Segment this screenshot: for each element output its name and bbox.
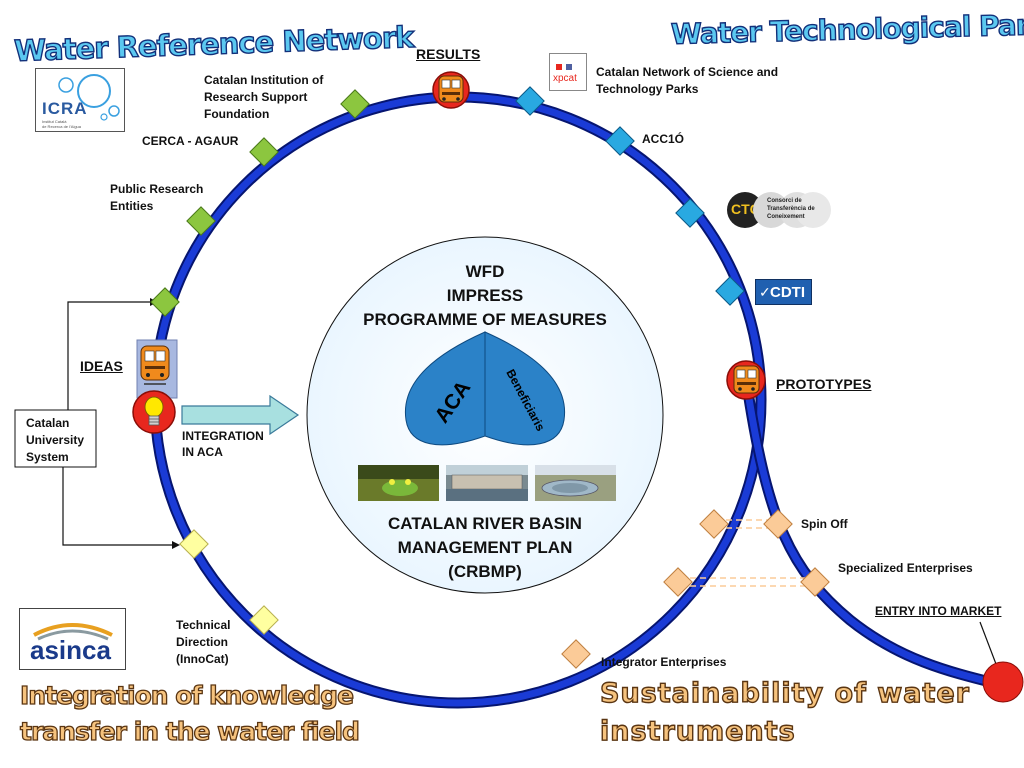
station-diamond-cerca[interactable] (249, 137, 279, 167)
ctc-text-1: Consorci de (767, 198, 802, 204)
asinca-arc-icon (33, 623, 113, 641)
market-terminal-dot[interactable] (982, 661, 1024, 703)
public-research-label-line2: Entities (110, 199, 154, 213)
station-diamond-acc1o[interactable] (605, 126, 635, 156)
station-diamond-specialized-branch[interactable] (800, 567, 830, 597)
university-to-technical-line (62, 462, 172, 546)
catalan-institution-label-line1: Catalan Institution of (204, 73, 324, 87)
cerca-agaur-label: CERCA - AGAUR (142, 134, 239, 148)
integration-label-line1: INTEGRATION (182, 429, 264, 443)
ctc-logo[interactable]: CTC Consorci de Transferència de Coneixe… (727, 192, 832, 228)
specialized-enterprises-label: Specialized Enterprises (838, 561, 973, 575)
station-diamond-public-research[interactable] (186, 206, 216, 236)
integration-title-line2: transfer in the water field (19, 716, 360, 746)
train-icon[interactable] (432, 71, 470, 109)
station-diamond-university-lower[interactable] (179, 529, 209, 559)
lightbulb-icon[interactable] (132, 390, 176, 434)
center-top-text: WFD IMPRESS PROGRAMME OF MEASURES (330, 260, 640, 332)
catalan-university-box (14, 409, 97, 468)
university-label-line3: System (26, 450, 69, 464)
station-diamond-specialized-ring[interactable] (663, 567, 693, 597)
station-diamond-technical-direction[interactable] (249, 605, 279, 635)
heart-left-lobe (404, 331, 486, 446)
asinca-wordmark: asinca (30, 635, 111, 665)
icra-wordmark: ICRA (42, 99, 88, 118)
station-diamond-spin-off-ring[interactable] (699, 509, 729, 539)
station-diamond-ctc[interactable] (675, 198, 705, 228)
photo-dam (446, 465, 528, 501)
train-icon[interactable] (726, 360, 766, 400)
station-diamond-catalan-institution[interactable] (340, 89, 370, 119)
cdti-logo[interactable]: CDTI ✓ (755, 279, 812, 305)
icra-subtitle-2: de Recerca de l'Aigua (42, 124, 82, 129)
train-icon[interactable] (140, 345, 170, 385)
results-label[interactable]: RESULTS (416, 46, 481, 62)
station-diamond-integrator[interactable] (561, 639, 591, 669)
xarxa-parks-label-line1: Catalan Network of Science and (596, 65, 779, 79)
entry-into-market-label[interactable]: ENTRY INTO MARKET (875, 604, 1002, 618)
xpcat-logo[interactable]: xpcat (549, 53, 587, 91)
icra-bubbles-icon (58, 74, 120, 121)
ctc-text-3: Coneixement (767, 214, 805, 220)
spin-off-label: Spin Off (801, 517, 848, 531)
ctc-wordmark: CTC (731, 201, 760, 217)
acc1o-label: ACC1Ó (642, 132, 685, 146)
university-label-line2: University (26, 433, 85, 447)
station-diamond-cdti[interactable] (715, 276, 745, 306)
ctc-circle-icon (795, 192, 831, 228)
market-pointer-line (979, 621, 997, 665)
technical-direction-label-line2: Direction (176, 635, 229, 649)
center-crbmp-line3: (CRBMP) (448, 562, 522, 581)
center-crbmp-line2: MANAGEMENT PLAN (397, 538, 573, 557)
right-arrow-icon (181, 394, 300, 436)
catalan-institution-label-line3: Foundation (204, 107, 270, 121)
public-research-label-line1: Public Research (110, 182, 204, 196)
icra-logo[interactable]: ICRA Institut Català de Recerca de l'Aig… (35, 68, 125, 132)
heart-right-lobe (484, 331, 566, 446)
xpcat-mark-icon (566, 64, 572, 70)
cdti-check-icon: ✓ (759, 284, 771, 300)
arrowhead (172, 541, 180, 549)
center-crbmp-line1: CATALAN RIVER BASIN (388, 514, 582, 533)
xarxa-parks-label-line2: Technology Parks (596, 82, 699, 96)
asinca-logo[interactable]: asinca (19, 608, 126, 670)
cdti-wordmark: CDTI (770, 284, 805, 301)
xpcat-wordmark: xpcat (553, 73, 577, 84)
integration-title-line1: Integration of knowledge (19, 680, 354, 710)
station-diamond-university-link[interactable] (150, 287, 180, 317)
branch-track (744, 391, 999, 688)
sustainability-title-line1: Sustainability of water (599, 677, 970, 709)
photo-treatment-plant (535, 465, 616, 501)
technical-direction-label-line1: Technical (176, 618, 231, 632)
station-diamond-xpcat[interactable] (515, 86, 545, 116)
center-wfd: WFD (465, 262, 505, 281)
center-impress: IMPRESS (446, 286, 524, 305)
catalan-institution-label-line2: Research Support (204, 90, 308, 104)
integration-label-line2: IN ACA (182, 445, 223, 459)
xpcat-mark-icon (556, 64, 562, 70)
icra-subtitle-1: Institut Català (42, 119, 67, 124)
sustainability-title-line2: instruments (599, 715, 796, 747)
integrator-enterprises-label: Integrator Enterprises (601, 655, 727, 669)
technical-direction-label-line3: (InnoCat) (176, 652, 229, 666)
photo-frog (358, 465, 439, 501)
station-diamond-spin-off-branch[interactable] (763, 509, 793, 539)
ctc-text-2: Transferència de (767, 206, 815, 212)
center-bottom-text: CATALAN RIVER BASIN MANAGEMENT PLAN (CRB… (330, 512, 640, 584)
prototypes-label[interactable]: PROTOTYPES (776, 376, 872, 392)
university-to-public-research-line (67, 301, 150, 412)
center-programme: PROGRAMME OF MEASURES (363, 310, 607, 329)
university-label-line1: Catalan (26, 416, 70, 430)
ideas-label[interactable]: IDEAS (80, 358, 123, 374)
